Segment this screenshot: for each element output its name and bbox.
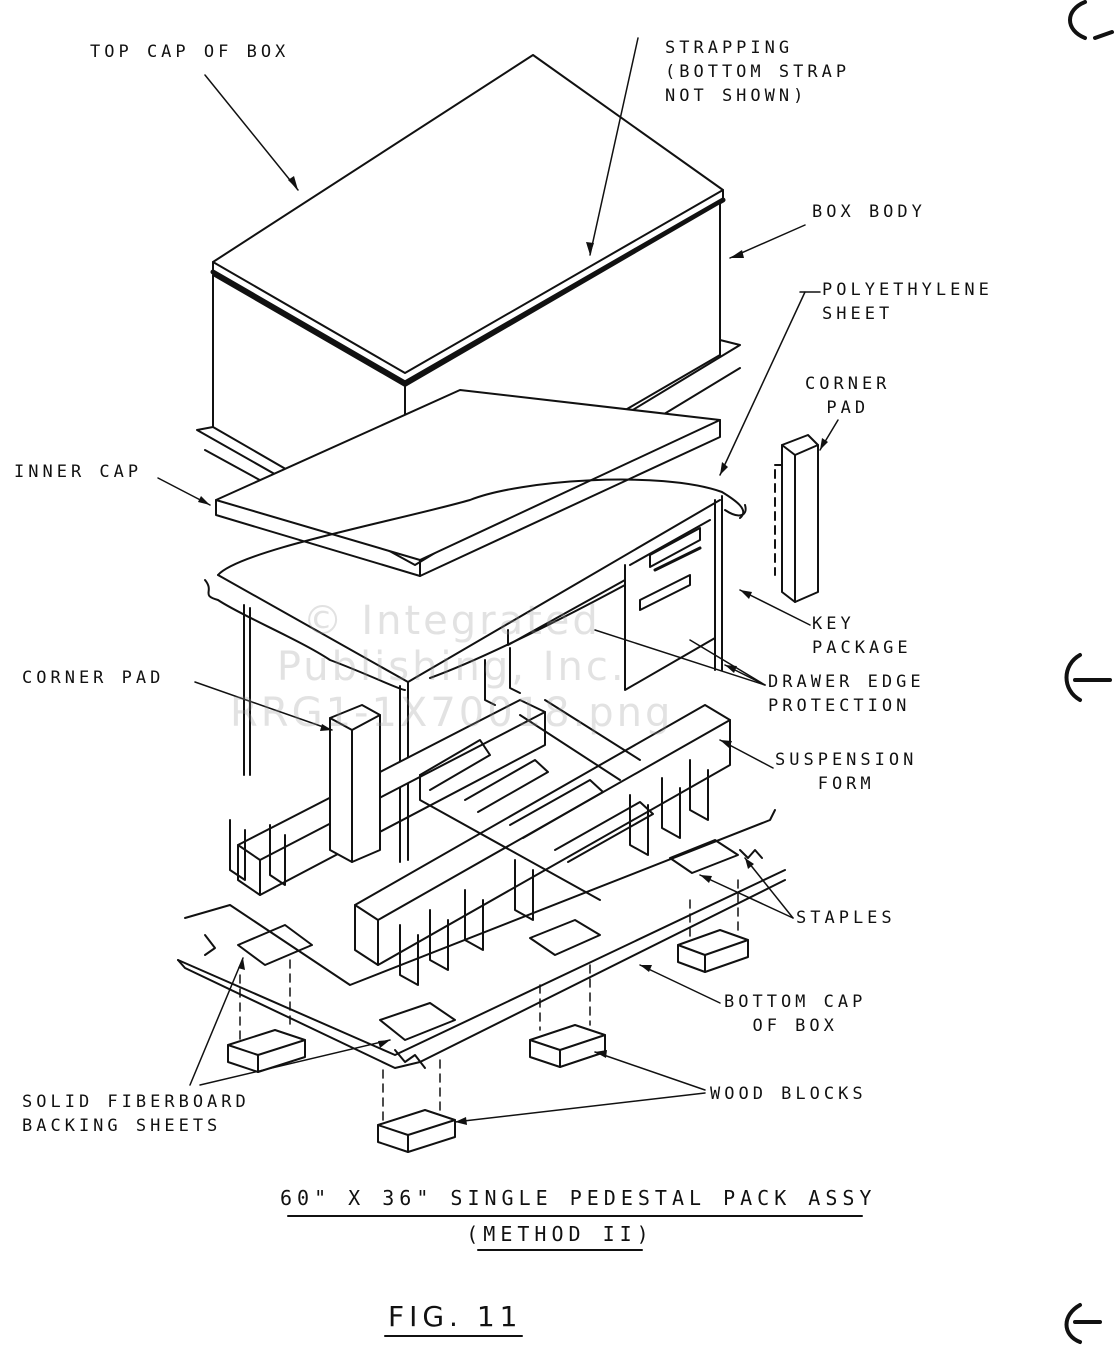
- binder-marks: [1064, 0, 1114, 1344]
- suspension-form: [229, 647, 731, 986]
- label-staples: STAPLES: [796, 908, 896, 928]
- caption-underlines: [287, 1215, 863, 1337]
- label-box-body: BOX BODY: [812, 202, 926, 222]
- desk-with-polyethylene-sheet: [204, 478, 747, 863]
- desk-drawers: [507, 519, 716, 691]
- figure-label: FIG. 11: [388, 1300, 523, 1333]
- leader-lines: [157, 37, 839, 1123]
- block-alignment-dashes: [239, 879, 739, 1121]
- watermark: © Integrated Publishing, Inc. RRG1-1X700…: [230, 598, 674, 736]
- inner-cap: [215, 389, 721, 577]
- corner-pad-dash: [774, 464, 783, 576]
- label-corner-pad-left: CORNER PAD: [22, 668, 165, 688]
- label-corner-pad-right: CORNER PAD: [805, 374, 891, 418]
- label-bottom-cap-of-box: BOTTOM CAP OF BOX: [724, 992, 867, 1036]
- label-top-cap-of-box: TOP CAP OF BOX: [90, 42, 290, 62]
- label-strapping: STRAPPING (BOTTOM STRAP NOT SHOWN): [665, 38, 851, 106]
- label-suspension-form: SUSPENSION FORM: [775, 750, 918, 794]
- label-key-package: KEY PACKAGE: [812, 614, 912, 658]
- wood-blocks: [227, 929, 749, 1153]
- label-polyethylene-sheet: POLYETHYLENE SHEET: [822, 280, 993, 324]
- label-wood-blocks: WOOD BLOCKS: [710, 1084, 867, 1104]
- caption-method: (METHOD II): [466, 1222, 654, 1246]
- bottom-cap-of-box: [177, 809, 786, 1069]
- top-cap-of-box: [210, 54, 726, 386]
- label-inner-cap: INNER CAP: [14, 462, 143, 482]
- label-drawer-edge-protection: DRAWER EDGE PROTECTION: [768, 672, 925, 716]
- fiberboard-backing-sheets: [237, 839, 739, 1041]
- leader-arrowheads: [198, 176, 828, 1125]
- label-fiberboard-backing-sheets: SOLID FIBERBOARD BACKING SHEETS: [22, 1092, 250, 1136]
- corner-pad-left: [329, 704, 381, 863]
- caption-title: 60" X 36" SINGLE PEDESTAL PACK ASSY: [280, 1186, 877, 1210]
- corner-pad-right: [781, 434, 819, 603]
